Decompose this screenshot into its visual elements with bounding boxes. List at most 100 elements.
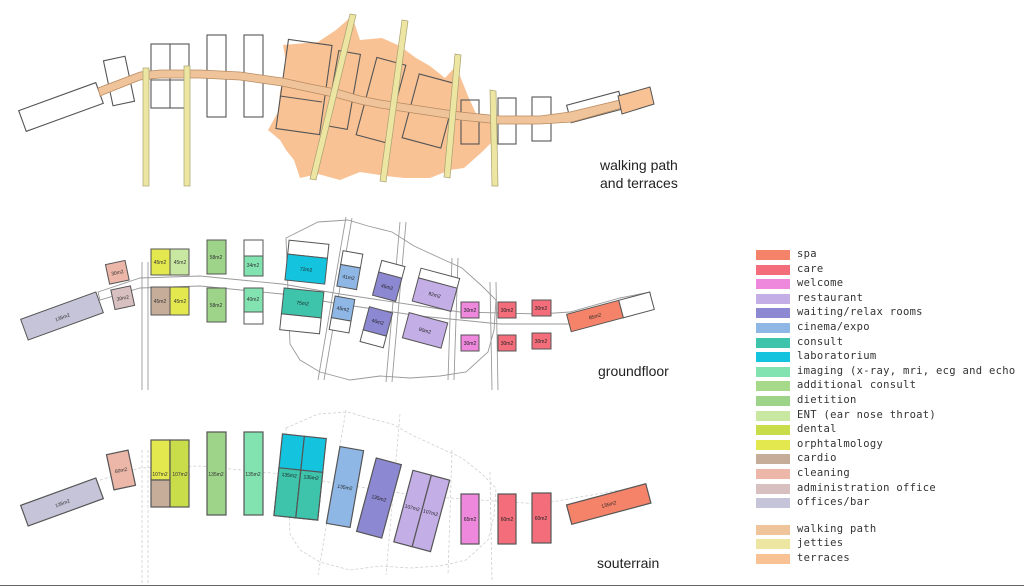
room-area-label: 135m2 [371,494,388,504]
room-area-label: 75m2 [296,300,309,307]
room-cinema-expo: 135m2 [325,445,365,529]
legend-label: walking path [797,522,877,535]
room-area-label: 135m2 [601,500,618,510]
room-shape [104,259,130,285]
legend-label: cardio [797,452,837,465]
room-lab-consult: 72m2 75m2 [279,239,330,335]
room-cinema-expo [336,263,361,291]
room-care [497,334,517,352]
room-area-label: 30m2 [501,341,514,347]
room-dental [169,439,190,508]
path-terminus [617,86,655,115]
legend-swatch [756,250,790,260]
room-outline [359,329,387,349]
caption-line: walking path [600,157,678,173]
room-welcome [460,334,480,352]
room-cinema-expo: 41m2 45m2 [328,250,364,334]
room-dietition [206,239,227,275]
room-spa: 85m2 [565,291,655,333]
room-shape [110,285,136,311]
room-restaurant: 92m2 90m2 [401,267,461,349]
room-outline [243,311,264,325]
legend-swatch [756,381,790,392]
legend-label: orphtalmology [797,437,884,450]
jetty-outline [391,221,407,383]
room-area-label: 30m2 [111,269,125,278]
jetty [183,65,191,187]
room-area-label: 41m2 [342,274,356,282]
jetties [142,13,499,187]
legend-label: laboratorium [797,350,877,363]
souterrain-rooms: 135m2 60m2 107m2 107m2 135m2 135m2 135m2… [19,431,652,553]
legend-swatch [756,524,790,535]
terrace-outline [285,411,497,571]
legend-swatch [756,553,790,564]
room-area-label: 34m2 [247,263,260,269]
room-area-label: 58m2 [210,255,223,261]
room-area-label: 135m2 [54,498,71,509]
legend-label: restaurant [797,291,864,304]
legend-label: jetties [797,537,844,550]
souterrain-ghost-outline [99,409,621,585]
room-area-label: 30m2 [116,294,130,303]
room-area-label: 60m2 [501,517,514,523]
room-shape [105,449,137,491]
legend-swatch [756,279,790,290]
room-area-label: 45m2 [154,260,167,266]
jetty-outline [489,471,493,581]
walking-path-diagram [18,13,655,187]
room-shape [19,477,105,527]
room-area-label: 107m2 [152,472,168,478]
jetty-outline [453,257,459,381]
room-waiting-relax: 135m2 [355,457,403,539]
room-area-label: 92m2 [428,291,442,300]
room-area-label: 65m2 [464,517,477,523]
legend-label: dental [797,423,837,436]
room-dental [169,248,190,276]
room-restaurant [411,277,458,312]
room-orphtalmology [169,286,190,316]
room-waiting [371,271,403,302]
legend-swatch [756,498,790,509]
legend-label: care [797,262,824,275]
room-area-label: 107m2 [172,472,188,478]
jetty-outline [317,216,347,381]
walkway-outline [99,465,621,505]
room-consult [295,469,324,521]
room-welcome [460,493,480,545]
room-outline [243,239,264,257]
room-shape [325,445,365,529]
room-area-label: 107m2 [404,504,421,514]
room-area-label: 135m2 [303,474,319,482]
room-cardio [150,479,171,508]
bottom-rule [0,585,1024,586]
room-area-label: 135m2 [208,472,224,478]
legend-swatch [756,539,790,550]
legend-label: cleaning [797,466,850,479]
legend-label: imaging (x-ray, mri, ecg and echo [797,364,1016,377]
legend-swatch [756,293,790,304]
room-shape [565,483,652,526]
legend-label: offices/bar [797,496,870,509]
room-offices-bar: 135m2 [20,291,104,341]
terrace-area [268,16,492,180]
legend-label: terraces [797,551,850,564]
legend-label: spa [797,248,817,260]
legend-swatch [756,352,790,363]
legend-label: dietition [797,393,857,406]
legend-swatch [756,308,790,319]
room-area-label: 45m2 [336,306,350,314]
jetty-outline [495,281,499,391]
room-dietition [206,431,227,516]
room-area-label: 135m2 [281,472,297,480]
terrace-outline [285,219,497,381]
legend-label: consult [797,335,844,348]
room-area-label: 30m2 [464,341,477,347]
room-area-label: 45m2 [154,299,167,305]
legend-swatch [756,468,790,479]
room-imaging [243,431,264,516]
block-outline [18,81,104,133]
room-area-label: 85m2 [588,312,602,321]
room-administration: 30m2 30m2 [104,259,136,311]
